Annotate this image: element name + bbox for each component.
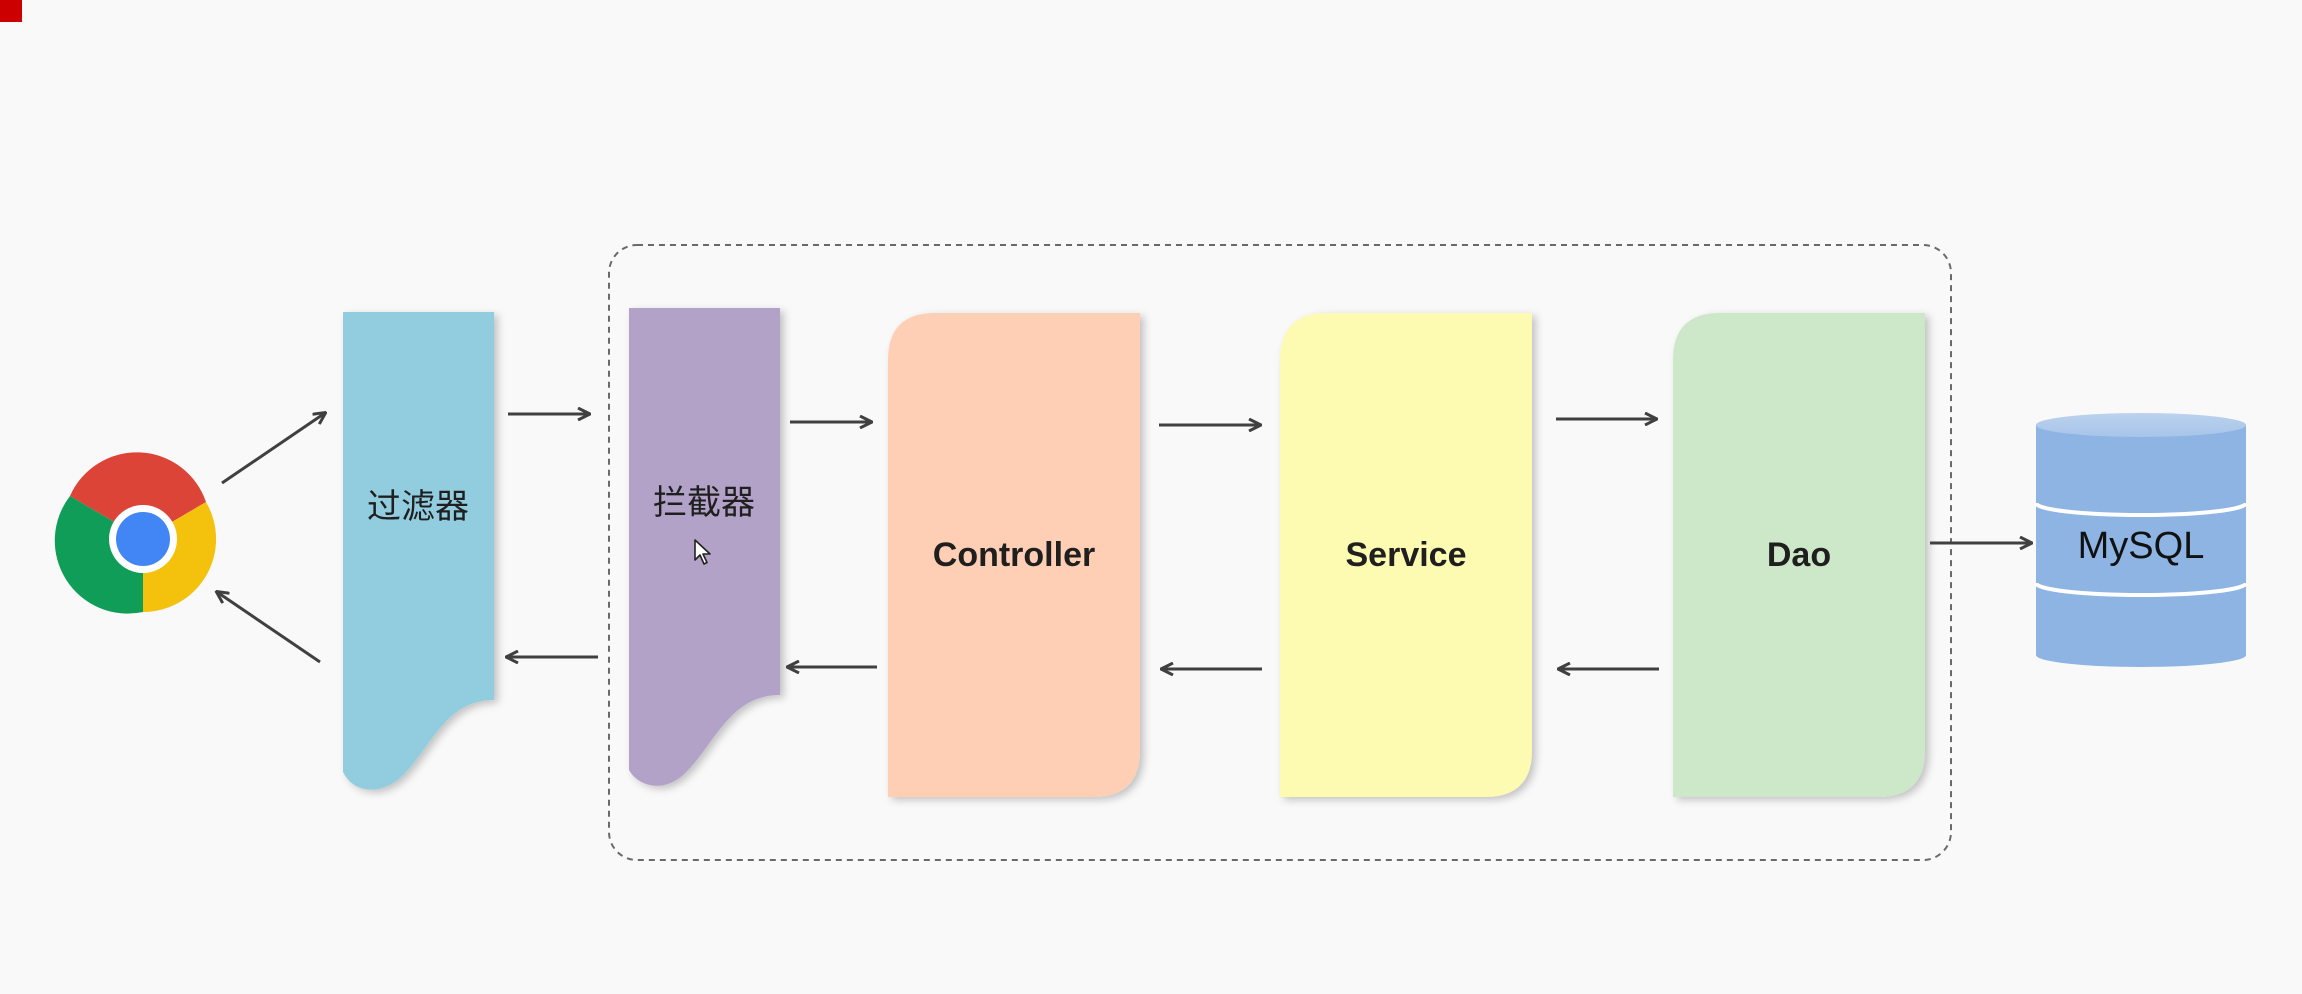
service-shape [1280, 313, 1532, 797]
corner-marker [0, 0, 22, 22]
spring-container-boundary [608, 244, 1952, 861]
service-label: Service [1345, 536, 1467, 574]
filter-label: 过滤器 [367, 487, 469, 527]
mysql-label: MySQL [2077, 525, 2205, 567]
interceptor-label: 拦截器 [653, 483, 755, 523]
dao-shape [1673, 313, 1925, 797]
mouse-pointer-icon [694, 539, 711, 565]
filter-shape [343, 312, 494, 790]
dao-label: Dao [1766, 536, 1832, 574]
interceptor-shape [629, 308, 780, 786]
arrow-browser-to-filter [221, 413, 325, 485]
controller-shape [888, 313, 1140, 797]
controller-label: Controller [932, 536, 1096, 574]
database-icon [2034, 413, 2248, 667]
chrome-icon [54, 452, 217, 614]
arrow-filter-to-browser [217, 592, 321, 664]
